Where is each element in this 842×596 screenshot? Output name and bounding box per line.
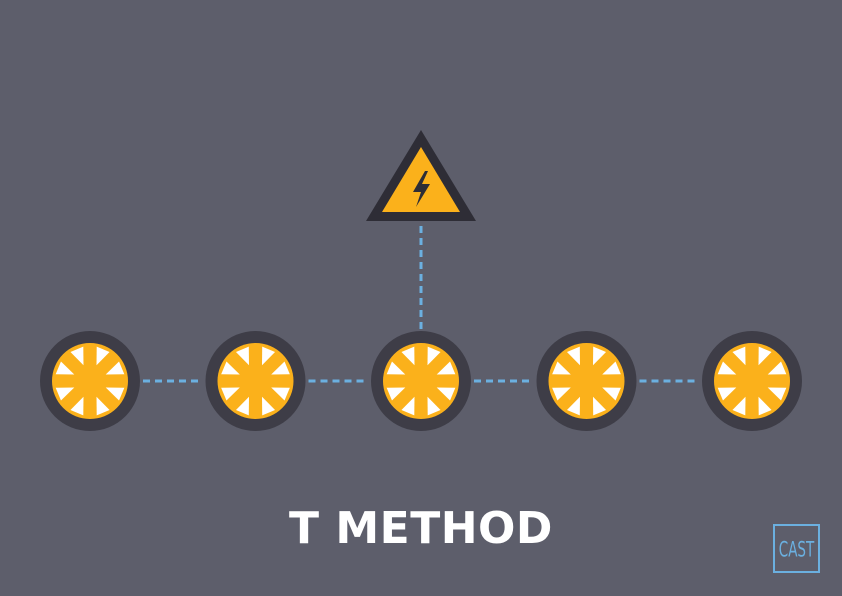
node-mark: [593, 346, 607, 366]
node-mark: [717, 387, 737, 401]
node-mark: [602, 387, 621, 401]
node-mark: [262, 346, 276, 366]
node-mark: [271, 387, 290, 401]
node-mark: [717, 361, 737, 375]
logo-text: CAST: [778, 535, 815, 562]
node-disc: [548, 343, 625, 419]
node-disc: [217, 343, 294, 419]
node-mark: [427, 396, 441, 416]
node-mark: [401, 346, 415, 366]
lightning-bolt-icon: [413, 171, 430, 207]
node-disc: [383, 343, 459, 419]
node-mark: [552, 361, 571, 375]
node-mark: [732, 396, 746, 416]
node-mark: [552, 387, 571, 401]
node-mark: [235, 346, 249, 366]
node-mark: [221, 361, 240, 375]
node-mark: [105, 361, 125, 375]
node-mark: [96, 396, 110, 416]
node: [40, 331, 140, 431]
node-mark: [55, 387, 75, 401]
node-mark: [767, 361, 787, 375]
diagram-title: T METHOD: [289, 503, 553, 554]
node-mark: [221, 387, 240, 401]
node-mark: [767, 387, 787, 401]
node-mark: [235, 396, 249, 416]
node: [205, 331, 306, 431]
power-source: [366, 130, 476, 221]
node: [702, 331, 802, 431]
node-mark: [758, 346, 772, 366]
connectors: [143, 226, 699, 383]
node-mark: [70, 396, 84, 416]
node-mark: [55, 361, 75, 375]
node-mark: [96, 346, 110, 366]
node-mark: [401, 396, 415, 416]
node: [536, 331, 637, 431]
node-mark: [70, 346, 84, 366]
node-mark: [436, 387, 456, 401]
node-mark: [758, 396, 772, 416]
node-mark: [386, 361, 406, 375]
node-mark: [271, 361, 290, 375]
node-mark: [593, 396, 607, 416]
node-mark: [566, 346, 580, 366]
node-mark: [602, 361, 621, 375]
node-mark: [386, 387, 406, 401]
nodes: [40, 331, 802, 431]
node-disc: [714, 343, 790, 419]
node-mark: [262, 396, 276, 416]
node-mark: [566, 396, 580, 416]
node-disc: [52, 343, 128, 419]
node-mark: [427, 346, 441, 366]
node-mark: [105, 387, 125, 401]
node-mark: [436, 361, 456, 375]
cast-logo: CAST: [773, 524, 820, 573]
node-mark: [732, 346, 746, 366]
node-center: [371, 331, 471, 431]
